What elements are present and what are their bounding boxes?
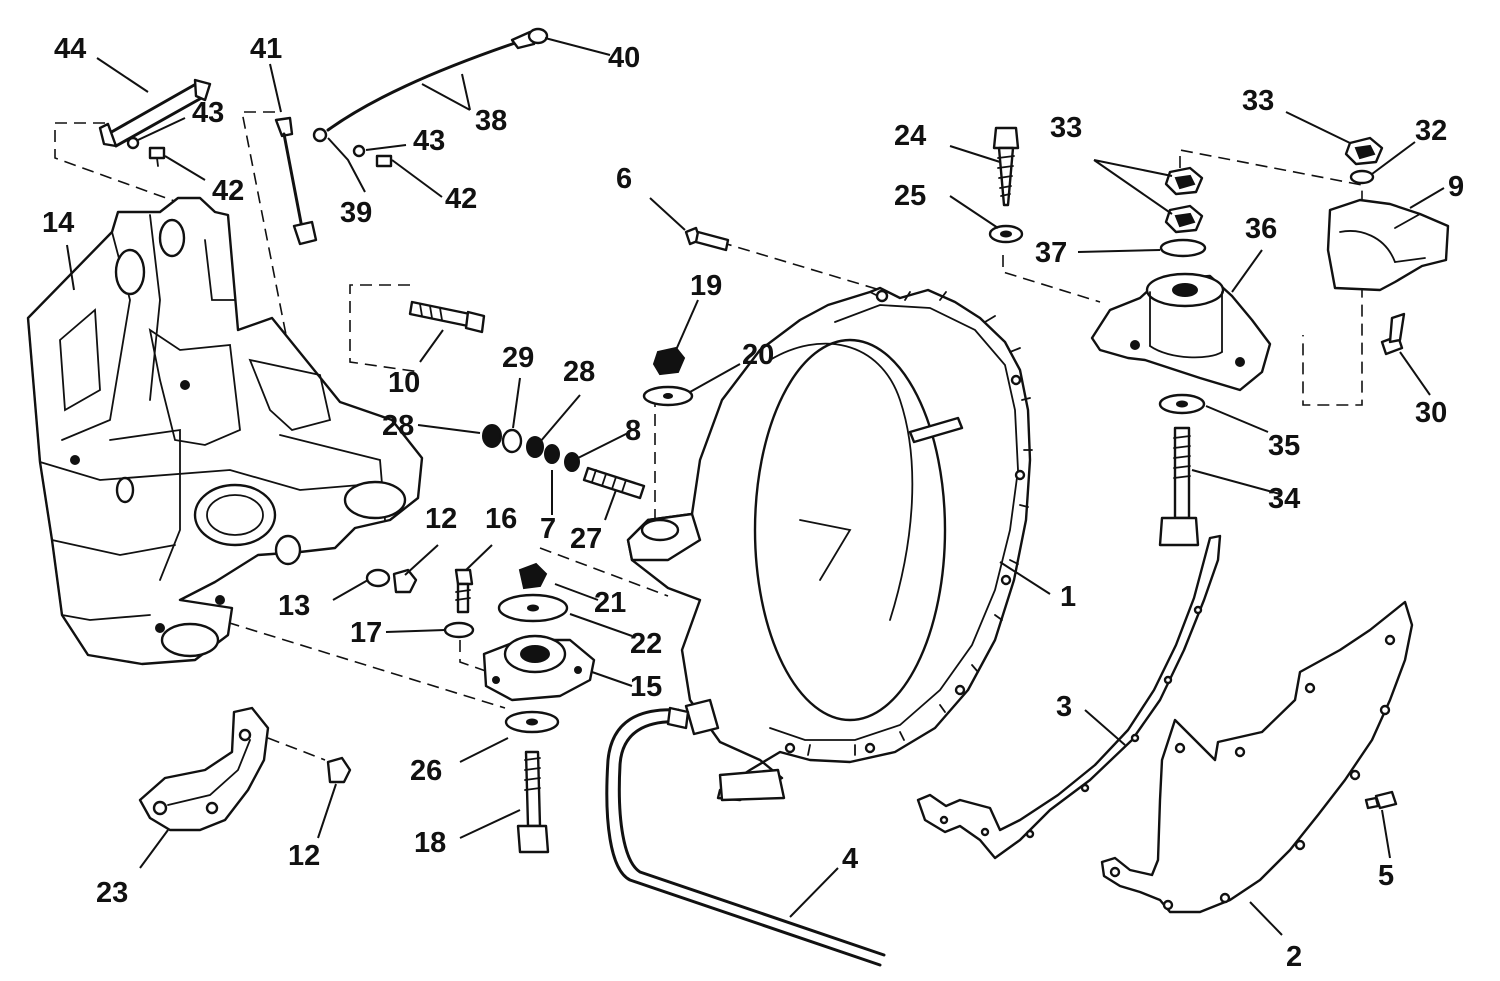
callout-33: 33 [1050,112,1082,144]
ground-strap-bracket [98,78,212,167]
ground-cable [312,27,549,168]
callout-30: 30 [1415,397,1447,429]
nut-washer-19-20 [642,346,694,407]
screw-5 [1364,790,1398,810]
flywheel-housing [626,286,1033,802]
callout-39: 39 [340,197,372,229]
callout-12: 12 [288,840,320,872]
spacer-nut-row [482,424,646,500]
lower-mount-assembly [443,562,596,854]
callout-22: 22 [630,628,662,660]
callout-18: 18 [414,827,446,859]
callout-43: 43 [192,97,224,129]
callout-32: 32 [1415,115,1447,147]
callout-29: 29 [502,342,534,374]
callout-44: 44 [54,33,86,65]
callout-20: 20 [742,339,774,371]
mount-cover-assembly [1326,136,1450,356]
callout-41: 41 [250,33,282,65]
callout-26: 26 [410,755,442,787]
nut-washer-12-13 [365,568,418,594]
callout-36: 36 [1245,213,1277,245]
callout-19: 19 [690,270,722,302]
callout-35: 35 [1268,430,1300,462]
stop-bracket [138,706,352,832]
callout-2: 2 [1286,941,1302,973]
engine-mount-assembly [1090,166,1272,547]
callout-21: 21 [594,587,626,619]
drain-tube [605,706,886,967]
leader-lines [66,37,1445,936]
callout-labels: 44 43 42 41 39 43 42 40 38 14 10 28 29 2… [42,33,1464,973]
callout-10: 10 [388,367,420,399]
callout-42: 42 [212,175,244,207]
bolt-10 [408,300,486,334]
callout-3: 3 [1056,691,1072,723]
strap-plate [274,116,318,246]
callout-40: 40 [608,42,640,74]
callout-5: 5 [1378,860,1394,892]
callout-42: 42 [445,183,477,215]
callout-6: 6 [616,163,632,195]
callout-14: 14 [42,207,74,239]
callout-24: 24 [894,120,926,152]
callout-23: 23 [96,877,128,909]
callout-12: 12 [425,503,457,535]
callout-25: 25 [894,180,926,212]
callout-27: 27 [570,523,602,555]
callout-15: 15 [630,671,662,703]
callout-34: 34 [1268,483,1300,515]
callout-9: 9 [1448,171,1464,203]
cover-plate [1100,600,1414,914]
callout-17: 17 [350,617,382,649]
callout-13: 13 [278,590,310,622]
callout-33: 33 [1242,85,1274,117]
callout-28: 28 [382,410,414,442]
callout-38: 38 [475,105,507,137]
callout-16: 16 [485,503,517,535]
callout-37: 37 [1035,237,1067,269]
callout-4: 4 [842,843,858,875]
callout-8: 8 [625,415,641,447]
callout-7: 7 [540,513,556,545]
callout-43: 43 [413,125,445,157]
callout-28: 28 [563,356,595,388]
bolt-6 [684,226,730,252]
transom-bracket [26,196,424,666]
gasket [916,534,1222,860]
callout-1: 1 [1060,581,1076,613]
lag-bolt-24-25 [988,126,1024,244]
